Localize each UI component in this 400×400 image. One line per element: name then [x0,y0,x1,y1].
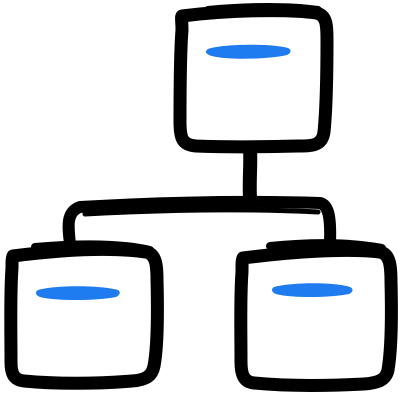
top-node [173,3,334,154]
right-node [234,239,398,392]
connector-lines [62,141,337,250]
left-node-edge-stroke [31,240,154,254]
branch-line [62,195,337,250]
left-node-box [4,242,164,390]
left-node [4,240,164,390]
top-node-edge-stroke [204,3,322,14]
branch-line-inner [82,207,321,217]
left-node-indicator [35,286,120,300]
top-node-box [173,4,334,154]
right-node-edge-stroke [266,239,386,252]
right-node-box [234,243,398,392]
top-node-indicator [205,44,291,59]
trunk-line [242,141,258,205]
right-node-indicator [271,283,353,297]
